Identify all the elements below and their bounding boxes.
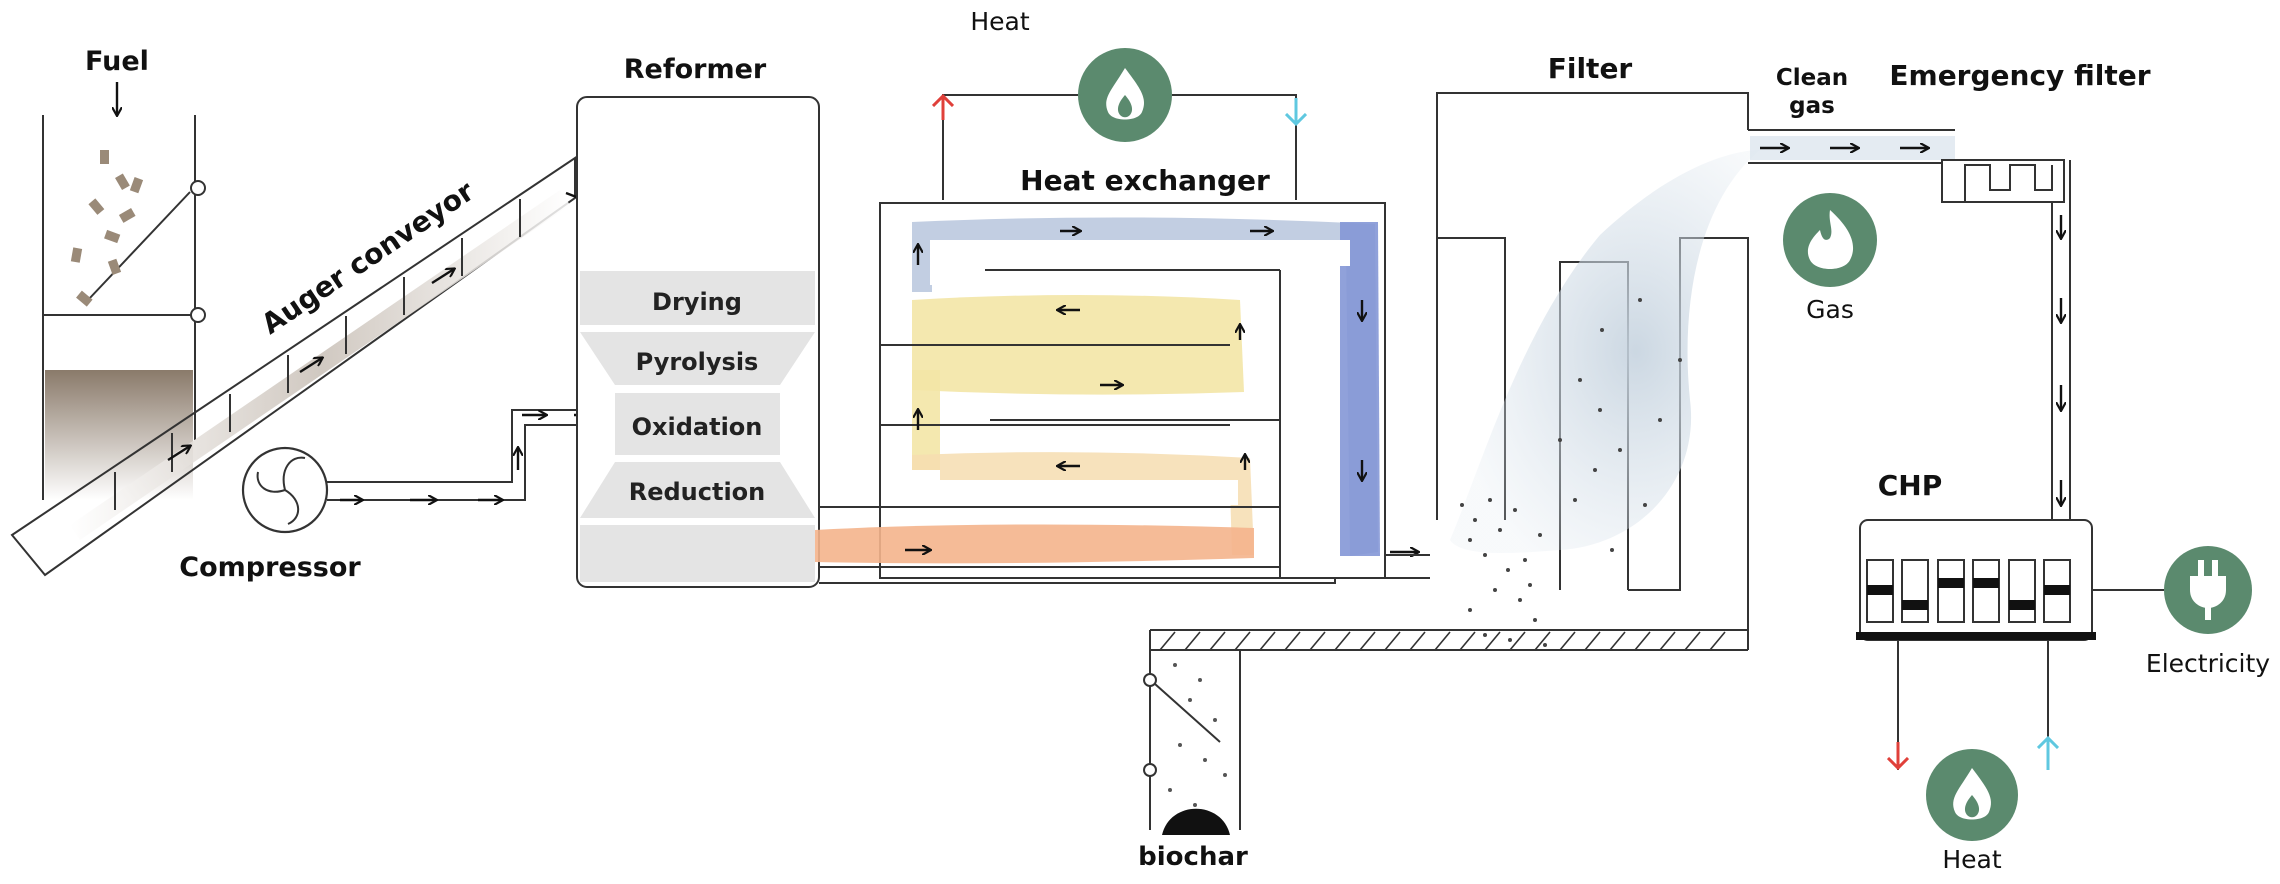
auger-conveyor bbox=[10, 156, 592, 577]
gas-icon-group bbox=[1783, 193, 1877, 287]
filter-label: Filter bbox=[1548, 52, 1633, 85]
electricity-label: Electricity bbox=[2146, 649, 2270, 678]
heat-bottom-icon bbox=[1926, 749, 2018, 841]
stage-oxidation: Oxidation bbox=[632, 413, 763, 441]
compressor-label: Compressor bbox=[179, 552, 361, 583]
heat-top-label: Heat bbox=[970, 7, 1029, 36]
stage-reduction: Reduction bbox=[629, 478, 766, 506]
biochar-label: biochar bbox=[1138, 842, 1248, 872]
reformer-label: Reformer bbox=[624, 54, 767, 85]
clean-gas-label-2: gas bbox=[1789, 93, 1835, 119]
fire-icon bbox=[1807, 210, 1854, 269]
hopper-valve-top bbox=[190, 180, 206, 196]
heat-bottom-label: Heat bbox=[1942, 845, 2001, 874]
air-pipe bbox=[327, 409, 600, 500]
heat-exchanger bbox=[815, 202, 1418, 579]
fuel-pile bbox=[45, 370, 193, 500]
chp-label: CHP bbox=[1878, 469, 1943, 502]
gas-cloud bbox=[1450, 150, 1760, 553]
char-particles bbox=[1460, 298, 1682, 647]
filter bbox=[1150, 92, 2010, 651]
gas-label: Gas bbox=[1806, 295, 1854, 324]
auger-blades bbox=[114, 199, 521, 510]
chp-unit bbox=[1856, 519, 2096, 641]
hopper-flap bbox=[87, 191, 191, 301]
biochar-pile bbox=[1162, 808, 1230, 835]
stage-drying: Drying bbox=[652, 288, 742, 316]
plug-icon bbox=[2190, 560, 2226, 620]
emergency-filter bbox=[1941, 159, 2071, 520]
compressor bbox=[241, 446, 329, 534]
reformer-stages: Drying Pyrolysis Oxidation Reduction bbox=[580, 271, 815, 582]
biochar-collector bbox=[1143, 630, 1241, 835]
heat-top-icon bbox=[1078, 48, 1172, 142]
heat-exchanger-label: Heat exchanger bbox=[1020, 164, 1270, 197]
clean-gas-label-1: Clean bbox=[1776, 65, 1848, 91]
fuel-label: Fuel bbox=[85, 46, 149, 77]
flame-icon bbox=[1953, 768, 1992, 820]
flame-icon bbox=[1106, 68, 1145, 120]
auger-label: Auger conveyor bbox=[255, 174, 480, 340]
emergency-filter-label: Emergency filter bbox=[1889, 59, 2150, 92]
stage-pyrolysis: Pyrolysis bbox=[636, 348, 759, 376]
fuel-hopper bbox=[42, 115, 206, 500]
fan-icon bbox=[256, 456, 306, 525]
fuel-pellets bbox=[70, 150, 144, 307]
hopper-valve-bottom bbox=[190, 307, 206, 323]
electricity-icon-group bbox=[2164, 546, 2252, 634]
